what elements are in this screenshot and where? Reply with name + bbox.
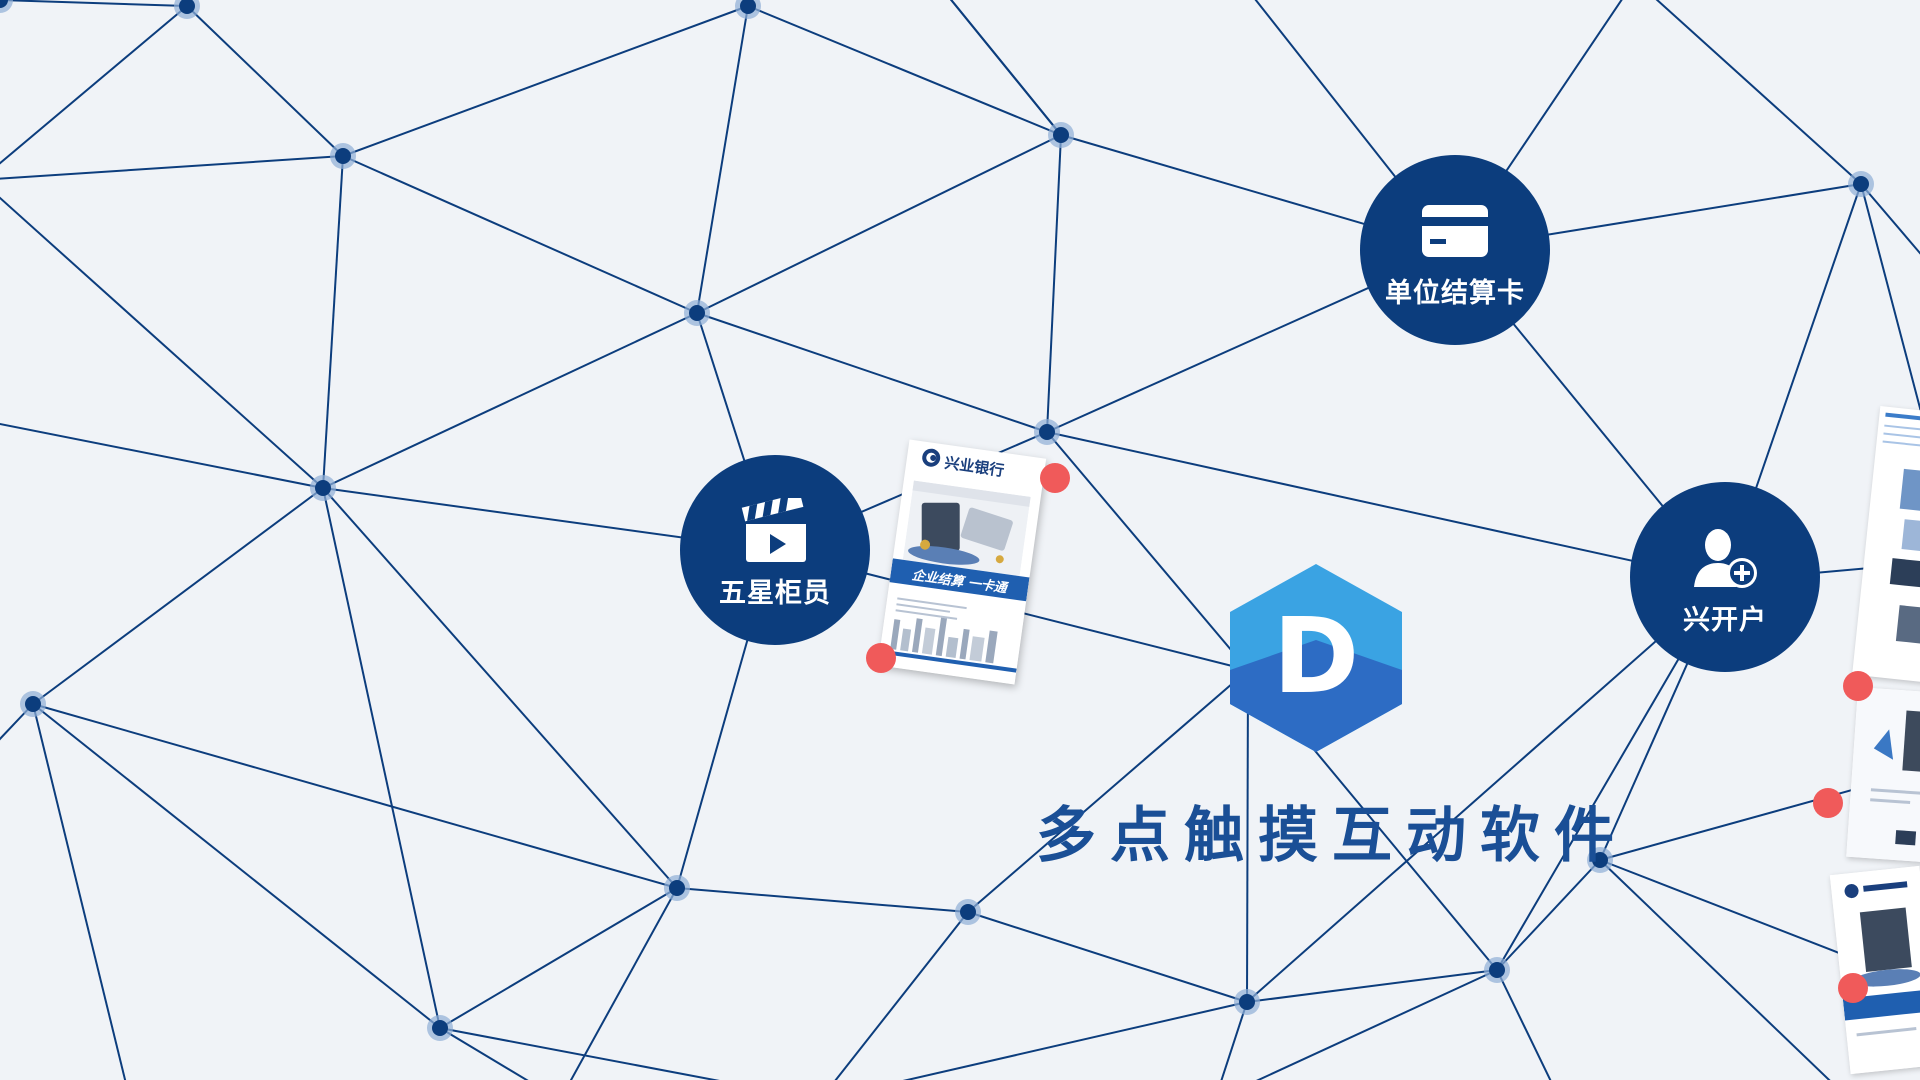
app-logo[interactable]: D — [1226, 560, 1406, 756]
network-edge — [747, 5, 1062, 136]
app-logo-letter: D — [1273, 595, 1359, 717]
add-user-icon — [1689, 522, 1761, 594]
network-edge — [696, 5, 749, 314]
network-node — [740, 0, 756, 14]
network-node — [1853, 176, 1869, 192]
credit-card-icon — [1419, 195, 1491, 267]
network-edge — [949, 0, 1062, 136]
network-edge — [32, 703, 678, 889]
brochure-settlement[interactable]: 兴业银行 企业结算 一卡通 — [877, 439, 1047, 685]
network-node — [960, 904, 976, 920]
hub-open-account[interactable]: 兴开户 — [1630, 482, 1820, 672]
network-node — [1239, 994, 1255, 1010]
network-edge — [1860, 183, 1920, 413]
network-edge — [1255, 969, 1498, 1080]
network-edge — [342, 5, 749, 157]
brochure-brand: 兴业银行 — [943, 453, 1006, 480]
network-node — [0, 0, 8, 8]
network-edge — [967, 911, 1248, 1003]
network-edge — [902, 1001, 1248, 1080]
network-edge — [569, 887, 678, 1080]
network-edge — [32, 703, 127, 1080]
network-edge — [32, 487, 324, 705]
app-title: 多点触摸互动软件 — [1036, 801, 1628, 871]
network-edge — [1046, 431, 1725, 582]
hotspot-dot[interactable] — [1843, 671, 1873, 701]
network-edge — [1246, 669, 1249, 1003]
network-edge — [439, 1027, 529, 1080]
hub-label-settlement-card: 单位结算卡 — [1385, 277, 1525, 309]
network-edge — [322, 312, 698, 489]
network-edge — [1599, 859, 1831, 1080]
hotspot-dot[interactable] — [866, 643, 896, 673]
network-node — [1053, 127, 1069, 143]
network-edge — [967, 669, 1249, 913]
network-edge — [1246, 969, 1498, 1003]
network-edge — [0, 155, 344, 180]
network-edge — [1860, 183, 1920, 255]
hub-five-star-teller[interactable]: 五星柜员 — [680, 455, 870, 645]
network-edge — [0, 422, 324, 489]
network-edge — [949, 0, 1062, 136]
bank-logo-icon — [919, 446, 942, 473]
network-edge — [696, 134, 1062, 314]
network-edge — [342, 155, 698, 314]
hotspot-dot[interactable] — [1040, 463, 1070, 493]
network-node — [1039, 424, 1055, 440]
network-edge — [439, 887, 678, 1029]
video-clapper-icon — [739, 495, 811, 567]
brochure-header: 兴业银行 — [905, 440, 1046, 493]
hub-label-five-star-teller: 五星柜员 — [719, 577, 831, 609]
network-edge — [1246, 580, 1725, 1003]
side-document-3[interactable] — [1829, 865, 1920, 1075]
network-edge — [1046, 431, 1249, 671]
hotspot-dot[interactable] — [1838, 973, 1868, 1003]
network-edge — [834, 911, 969, 1080]
network-edge — [0, 5, 188, 165]
network-node — [669, 880, 685, 896]
network-edge — [186, 5, 344, 157]
network-edge — [322, 487, 678, 889]
network-edge — [439, 1027, 720, 1080]
network-edge — [0, 0, 188, 7]
network-edge — [32, 703, 441, 1029]
side-document-1[interactable] — [1852, 406, 1920, 684]
side-document-2[interactable] — [1846, 687, 1920, 863]
network-edge — [1496, 859, 1601, 971]
network-node — [1592, 852, 1608, 868]
network-edge — [322, 487, 441, 1029]
hotspot-dot[interactable] — [1813, 788, 1843, 818]
network-edge — [1496, 969, 1552, 1080]
network-edge — [0, 196, 324, 489]
network-node — [335, 148, 351, 164]
network-edge — [696, 312, 1048, 433]
network-edge — [676, 887, 969, 913]
network-edge — [322, 155, 344, 489]
network-node — [689, 305, 705, 321]
network-node — [432, 1020, 448, 1036]
network-node — [179, 0, 195, 14]
hub-settlement-card[interactable]: 单位结算卡 — [1360, 155, 1550, 345]
network-edge — [1046, 134, 1062, 433]
network-node — [25, 696, 41, 712]
brochure-cards-image — [900, 480, 1031, 596]
brochure-footer-image — [877, 588, 1026, 685]
network-edge — [1655, 0, 1862, 185]
network-node — [1489, 962, 1505, 978]
network-node — [315, 480, 331, 496]
network-edge — [1220, 1001, 1248, 1080]
hub-label-open-account: 兴开户 — [1683, 604, 1767, 636]
